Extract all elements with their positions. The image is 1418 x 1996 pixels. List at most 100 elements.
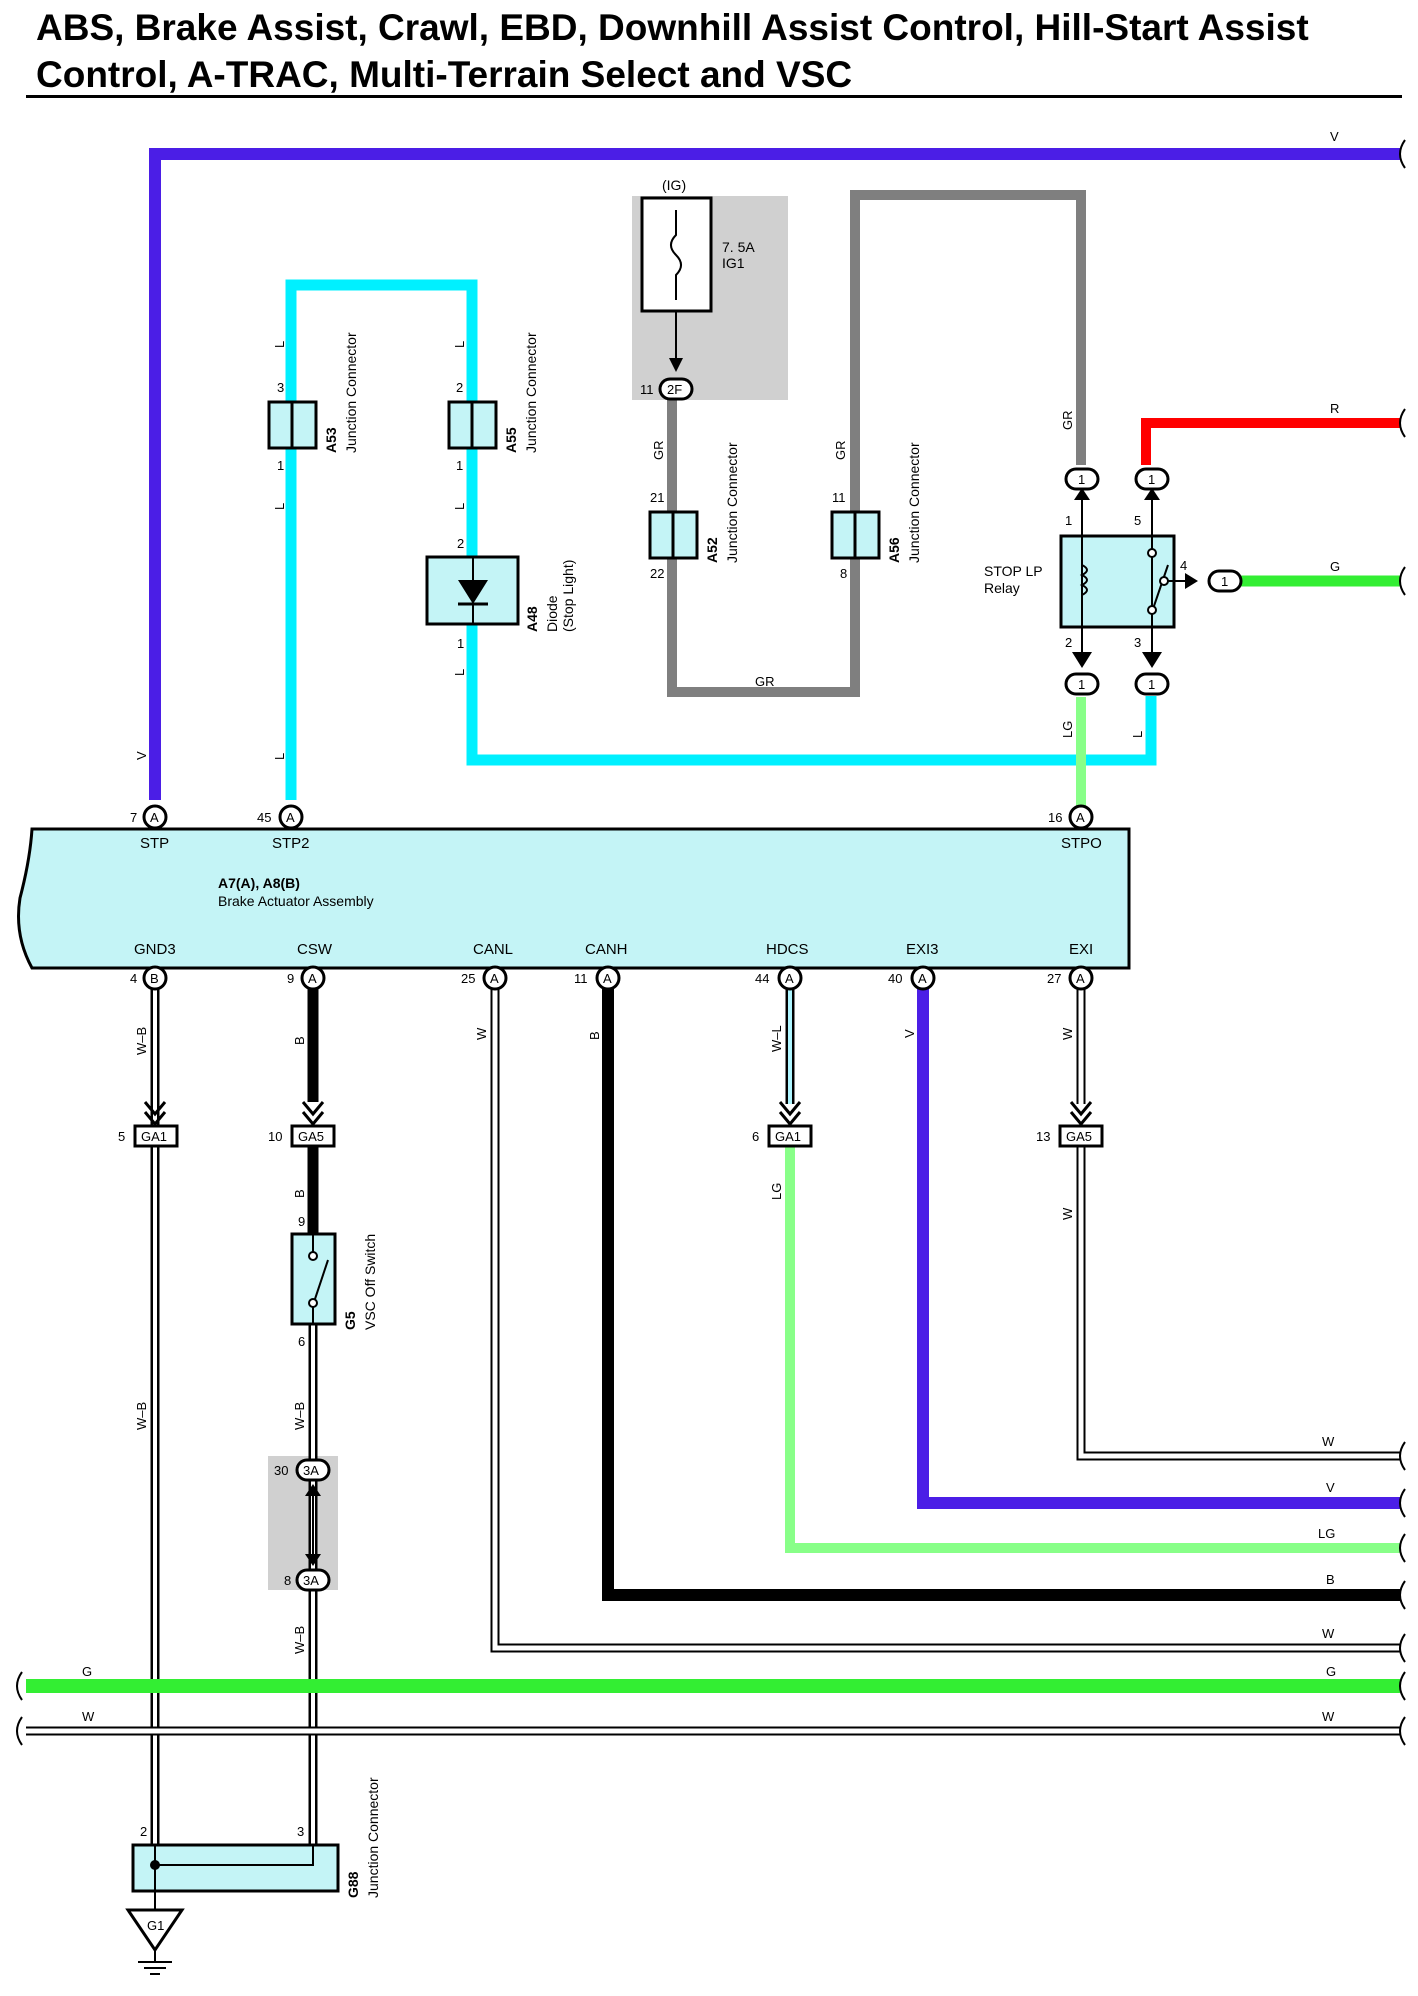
- ground-id: G1: [147, 1918, 164, 1933]
- ecu-desc: Brake Actuator Assembly: [218, 893, 374, 909]
- g88-desc: Junction Connector: [365, 1777, 381, 1898]
- ecu-top-pin-stp: [142, 804, 168, 830]
- g88-pin-right: 3: [297, 1824, 304, 1839]
- relay-plug-pin5-label: 1: [1148, 472, 1155, 487]
- wire-label-l-stp2-b: L: [272, 503, 287, 510]
- ecu-bottom-pin-csw-conn: A: [308, 971, 317, 986]
- wire-label-gr-a56: GR: [833, 441, 848, 461]
- wire-label-g-relay: G: [1330, 559, 1340, 574]
- relay-plug-pin3: [1134, 652, 1170, 696]
- ecu-bottom-pin-gnd3-sig: GND3: [134, 941, 176, 958]
- g5-id: G5: [342, 1311, 358, 1330]
- ecu-bottom-pin-canl-num: 25: [461, 971, 475, 986]
- a55-desc: Junction Connector: [523, 332, 539, 453]
- ecu-bottom-pin-hdcs-conn: A: [785, 971, 794, 986]
- relay-plug-pin4-label: 1: [1221, 574, 1228, 589]
- wire-label-l-stp2-a: L: [272, 341, 287, 348]
- ecu-bottom-pin-exi: [1068, 965, 1094, 991]
- wire-w-exi: [1076, 975, 1400, 1461]
- g5-desc: VSC Off Switch: [362, 1234, 378, 1330]
- relay-name: STOP LP: [984, 563, 1043, 579]
- wire-label-v-exi3-right: V: [1326, 1480, 1335, 1495]
- a52-desc: Junction Connector: [724, 442, 740, 563]
- a48-desc: Diode: [544, 595, 560, 632]
- ecu-bottom-pin-gnd3-conn: B: [150, 971, 159, 986]
- wire-break-marks-left: [16, 1671, 23, 1746]
- a53-desc: Junction Connector: [343, 332, 359, 453]
- junction-a53: [267, 400, 318, 450]
- ecu-bottom-pin-exi-conn: A: [1076, 971, 1085, 986]
- ecu-bottom-pin-exi-sig: EXI: [1069, 941, 1093, 958]
- fuse-rating: 7. 5A: [722, 239, 755, 255]
- a53-pin-bot: 1: [277, 458, 284, 473]
- diode-a48: [425, 555, 520, 626]
- wire-label-w-bus-left: W: [82, 1709, 95, 1724]
- a48-id: A48: [524, 606, 540, 632]
- relay-plug-pin2-label: 1: [1078, 677, 1085, 692]
- a56-desc: Junction Connector: [906, 442, 922, 563]
- junction-a52: [648, 510, 699, 560]
- a56-id: A56: [886, 537, 902, 563]
- g5-pin-top: 9: [298, 1214, 305, 1229]
- wire-label-g-bus-left: G: [82, 1664, 92, 1679]
- junction-3a-bottom-pin: 8: [284, 1573, 291, 1588]
- wire-break-marks-right: [1399, 139, 1406, 1746]
- wire-label-wb-gnd3: W–B: [134, 1027, 149, 1055]
- wire-label-w-exi: W: [1060, 1027, 1075, 1040]
- g88-id: G88: [345, 1871, 361, 1898]
- a52-pin-bot: 22: [650, 566, 664, 581]
- relay-plug-pin5: [1134, 467, 1170, 500]
- ecu-bottom-pin-canh-num: 11: [574, 971, 588, 986]
- wire-r-relay: [1141, 418, 1400, 465]
- wire-label-l-a55-b: L: [452, 503, 467, 510]
- wire-v-exi3: [917, 975, 1400, 1509]
- junction-3a-bottom-label: 3A: [303, 1573, 319, 1588]
- junction-3a-top-pin: 30: [274, 1463, 288, 1478]
- relay-plug-pin3-label: 1: [1148, 677, 1155, 692]
- junction-g88: [131, 1843, 340, 1910]
- wire-label-r: R: [1330, 401, 1339, 416]
- wire-label-b-csw2: B: [292, 1189, 307, 1198]
- wire-label-w-canl-right: W: [1322, 1626, 1335, 1641]
- ecu-bottom-pin-exi3-conn: A: [918, 971, 927, 986]
- a48-pin-top: 2: [457, 536, 464, 551]
- wire-label-lg-hdcs: LG: [769, 1183, 784, 1200]
- ecu-bottom-pin-hdcs-num: 44: [755, 971, 769, 986]
- g88-pin-left: 2: [140, 1824, 147, 1839]
- ecu-bottom-pin-hdcs-sig: HDCS: [766, 941, 809, 958]
- wire-label-lg-hdcs-right: LG: [1318, 1526, 1335, 1541]
- ecu-bottom-pin-csw-sig: CSW: [297, 941, 333, 958]
- wire-label-v-exi3: V: [902, 1029, 917, 1038]
- a55-pin-bot: 1: [456, 458, 463, 473]
- inline-ga1-hdcs-label: GA1: [775, 1129, 801, 1144]
- wire-label-wb-g5: W–B: [292, 1402, 307, 1430]
- junction-a56: [830, 510, 881, 560]
- junction-3a-top-label: 3A: [303, 1463, 319, 1478]
- wire-label-l-a55-a: L: [452, 341, 467, 348]
- wiring-diagram: (IG) 7. 5A IG1 11 2F 3 1 A53 Junction Co…: [16, 129, 1406, 1975]
- inline-ga1-hdcs-pin: 6: [752, 1129, 759, 1144]
- junction-3a-bottom: [295, 1554, 331, 1592]
- ecu-bottom-pin-canl-sig: CANL: [473, 941, 513, 958]
- wire-label-v-top: V: [1330, 129, 1339, 144]
- fuse-pin-num: 11: [640, 382, 654, 397]
- wire-w-canl: [490, 975, 1400, 1653]
- ecu-bottom-pin-csw-num: 9: [287, 971, 294, 986]
- wire-label-g-bus-right: G: [1326, 1664, 1336, 1679]
- wire-label-lg-stpo: LG: [1060, 721, 1075, 738]
- junction-3a-top: [295, 1458, 331, 1496]
- ground-symbol: [125, 1908, 185, 1975]
- ecu-bottom-pin-canl-conn: A: [490, 971, 499, 986]
- junction-a55: [447, 400, 498, 450]
- wire-v-stp: [149, 148, 1400, 800]
- relay-pin-5: 5: [1134, 513, 1141, 528]
- a56-pin-bot: 8: [840, 566, 847, 581]
- ecu-bottom-pin-canh-conn: A: [603, 971, 612, 986]
- wire-label-b-csw: B: [292, 1036, 307, 1045]
- inline-ga5-csw-label: GA5: [298, 1129, 324, 1144]
- wire-label-wb-g88: W–B: [292, 1626, 307, 1654]
- wire-label-b-canh-right: B: [1326, 1572, 1335, 1587]
- wire-label-l-a48: L: [452, 669, 467, 676]
- ecu-top-pin-stp2-sig: STP2: [272, 835, 310, 852]
- wire-label-w-bus-right: W: [1322, 1709, 1335, 1724]
